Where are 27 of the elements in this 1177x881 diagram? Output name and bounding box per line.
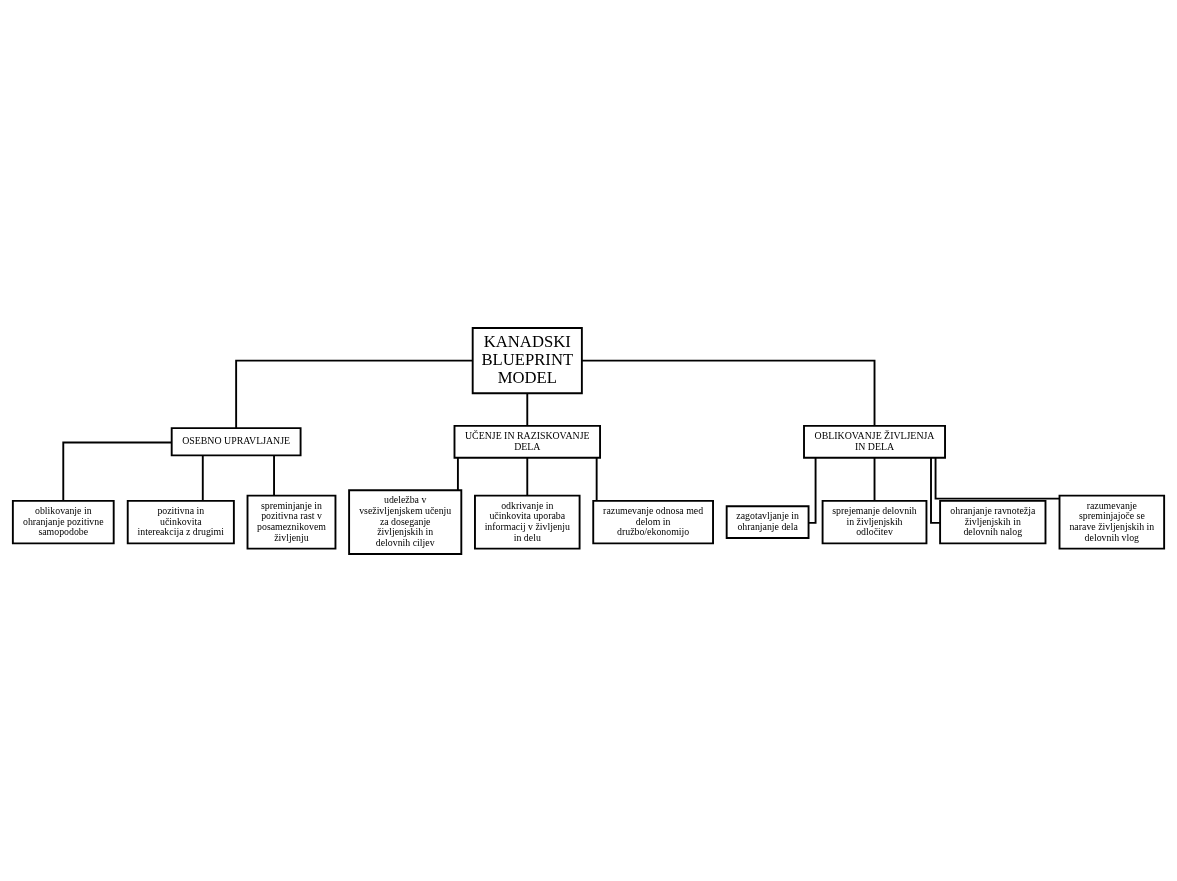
node-box: zagotavljanje in ohranjanje dela xyxy=(725,504,810,539)
connector xyxy=(201,454,204,502)
node-box: spreminjanje in pozitivna rast v posameznikovem življenju xyxy=(246,494,337,550)
connector xyxy=(580,359,876,427)
node-box: razumevanje spreminjajoče se narave življenjskih in delovnih vlog xyxy=(1058,494,1166,550)
connector xyxy=(595,456,598,502)
connector xyxy=(526,456,529,496)
connector xyxy=(807,456,817,524)
node-box: udeležba v vseživljenjskem učenju za doseganje življenjskih in delovnih ciljev xyxy=(348,488,463,555)
node-box: KANADSKI BLUEPRINT MODEL xyxy=(471,326,583,394)
connector xyxy=(930,456,941,524)
node-box: OBLIKOVANJE ŽIVLJENJA IN DELA xyxy=(803,424,946,459)
node-box: OSEBNO UPRAVLJANJE xyxy=(170,426,302,456)
connector xyxy=(62,441,173,502)
connector xyxy=(934,456,1061,500)
node-box: UČENJE IN RAZISKOVANJE DELA xyxy=(453,424,601,459)
node-box: sprejemanje delovnih in življenjskih odločitev xyxy=(821,499,928,544)
node-box: oblikovanje in ohranjanje pozitivne samopodobe xyxy=(11,499,115,544)
node-box: razumevanje odnosa med delom in družbo/ekonomijo xyxy=(592,499,714,544)
connector xyxy=(526,391,529,427)
connector xyxy=(235,359,474,429)
connector xyxy=(456,456,459,491)
node-box: odkrivanje in učinkovita uporaba informacij v življenju in delu xyxy=(474,494,581,550)
connector xyxy=(273,454,275,496)
node-box: ohranjanje ravnotežja življenjskih in delovnih nalog xyxy=(939,499,1047,544)
node-box: pozitivna in učinkovita intereakcija z drugimi xyxy=(126,499,235,544)
connector xyxy=(873,456,876,502)
